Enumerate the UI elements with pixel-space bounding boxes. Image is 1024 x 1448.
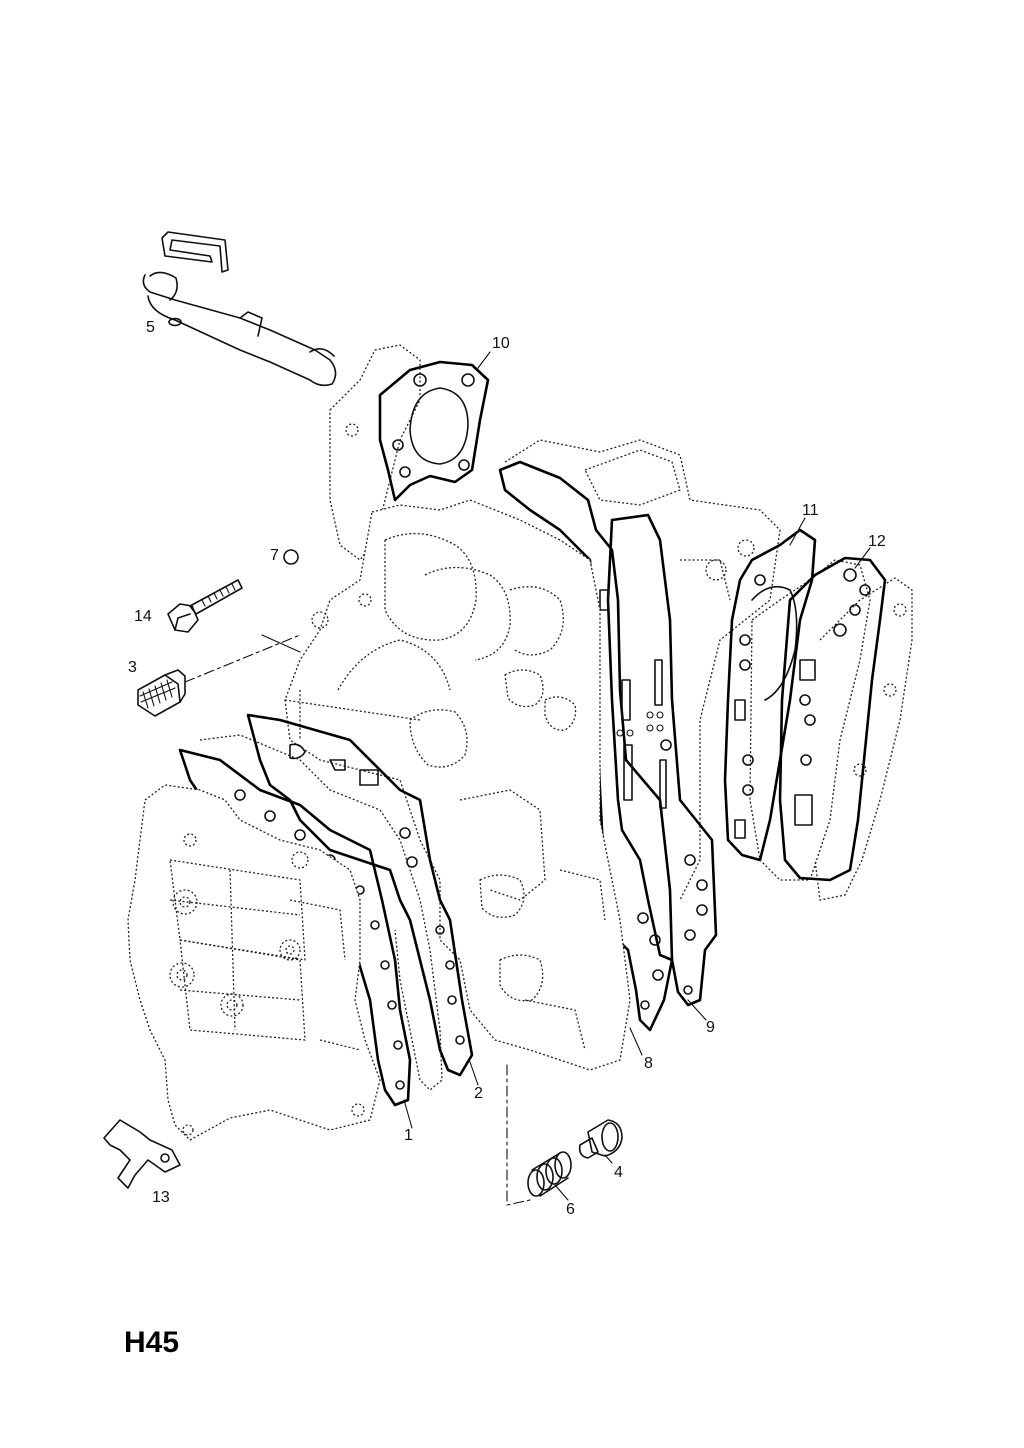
- callout-10: 10: [492, 335, 510, 352]
- lower-valve-body-cover: [127, 784, 381, 1141]
- rear-valve-body: [504, 439, 781, 901]
- callout-8: 8: [644, 1055, 653, 1072]
- callout-6: 6: [566, 1201, 575, 1218]
- separator-plate-9: [606, 513, 718, 1007]
- o-ring-7: [283, 549, 299, 565]
- callout-3: 3: [128, 659, 137, 676]
- main-valve-body: [284, 499, 631, 1071]
- separator-plate-2: [246, 713, 474, 1077]
- callout-7: 7: [270, 547, 279, 564]
- leader-lines: [403, 351, 871, 1201]
- callout-1: 1: [404, 1127, 413, 1144]
- callout-11: 11: [802, 502, 819, 519]
- callout-labels: 5 10 7 14 3 11 12 9 8 2 1 4 6 13: [128, 319, 886, 1218]
- page-code: H45: [124, 1326, 179, 1359]
- gasket-10: [378, 360, 490, 502]
- callout-14: 14: [134, 608, 152, 625]
- bolt-14: [167, 579, 243, 633]
- spring-6: [527, 1151, 572, 1197]
- callout-2: 2: [474, 1085, 483, 1102]
- clip-13: [103, 1119, 181, 1189]
- callout-13: 13: [152, 1189, 170, 1206]
- cover-plate-12: [749, 556, 913, 901]
- plunger-4: [578, 1119, 623, 1159]
- callout-4: 4: [614, 1164, 623, 1181]
- upper-housing-plate: [329, 344, 421, 561]
- filter-3: [137, 669, 186, 717]
- gasket-11: [723, 528, 817, 862]
- detent-rod-5: [142, 231, 337, 387]
- callout-9: 9: [706, 1019, 715, 1036]
- callout-5: 5: [146, 319, 155, 336]
- callout-12: 12: [868, 533, 886, 550]
